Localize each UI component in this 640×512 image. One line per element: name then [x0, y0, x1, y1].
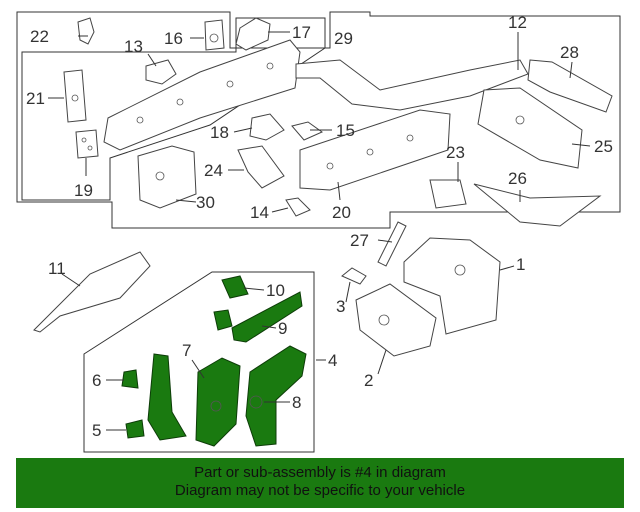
part-25[interactable]: [477, 87, 583, 169]
part-26[interactable]: [473, 183, 602, 227]
part-14[interactable]: [285, 197, 311, 217]
callout-16: 16: [164, 29, 183, 48]
callout-29: 29: [334, 29, 353, 48]
part-23[interactable]: [429, 179, 467, 209]
part-8[interactable]: [245, 345, 307, 447]
part-2[interactable]: [355, 283, 437, 357]
callout-25: 25: [594, 137, 613, 156]
callout-10: 10: [266, 281, 285, 300]
callout-28: 28: [560, 43, 579, 62]
callout-14: 14: [250, 203, 269, 222]
part-4-pillar[interactable]: [147, 353, 187, 441]
part-10[interactable]: [221, 275, 249, 299]
part-1[interactable]: [403, 237, 501, 335]
parts-diagram: 22 16 17 29 12 13 28 21 18 15 25 23 24 2…: [16, 11, 621, 453]
notice-line-2: Diagram may not be specific to your vehi…: [174, 482, 466, 499]
callout-4: 4: [328, 351, 337, 370]
group-outline-12: [16, 11, 621, 229]
callout-11: 11: [48, 259, 66, 278]
part-20[interactable]: [299, 109, 451, 191]
callout-9: 9: [278, 319, 287, 338]
callout-8: 8: [292, 393, 301, 412]
part-28[interactable]: [527, 59, 613, 113]
part-30[interactable]: [137, 145, 197, 209]
notice-line-1: Part or sub-assembly is #4 in diagram: [194, 464, 446, 481]
callout-17: 17: [292, 23, 311, 42]
part-13[interactable]: [145, 59, 177, 85]
callout-3: 3: [336, 297, 345, 316]
part-7[interactable]: [195, 357, 241, 447]
callout-5: 5: [92, 421, 101, 440]
part-12-rail[interactable]: [295, 59, 529, 111]
callout-24: 24: [204, 161, 223, 180]
callout-12: 12: [508, 13, 527, 32]
callout-23: 23: [446, 143, 465, 162]
notice-banner: Part or sub-assembly is #4 in diagram Di…: [16, 458, 624, 508]
part-24[interactable]: [237, 145, 285, 189]
part-5[interactable]: [125, 419, 145, 439]
callout-27: 27: [350, 231, 369, 250]
part-9[interactable]: [213, 291, 303, 343]
callout-7: 7: [182, 341, 191, 360]
part-19[interactable]: [75, 129, 99, 159]
callout-26: 26: [508, 169, 527, 188]
group-outline-4: [83, 271, 315, 453]
part-17[interactable]: [235, 17, 271, 51]
part-22[interactable]: [77, 17, 95, 45]
callout-2: 2: [364, 371, 373, 390]
callout-13: 13: [124, 37, 143, 56]
callout-1: 1: [516, 255, 525, 274]
part-inner-rail[interactable]: [103, 39, 301, 151]
callout-21: 21: [26, 89, 45, 108]
callout-19: 19: [74, 181, 93, 200]
part-21[interactable]: [63, 69, 87, 123]
callout-15: 15: [336, 121, 355, 140]
part-15[interactable]: [291, 121, 324, 141]
part-27[interactable]: [377, 221, 407, 267]
callout-22: 22: [30, 27, 49, 46]
part-6[interactable]: [121, 369, 139, 389]
callout-18: 18: [210, 123, 229, 142]
callout-20: 20: [332, 203, 351, 222]
callout-6: 6: [92, 371, 101, 390]
part-3[interactable]: [341, 267, 367, 285]
part-11[interactable]: [33, 251, 151, 333]
callout-30: 30: [196, 193, 215, 212]
part-18[interactable]: [249, 113, 285, 141]
part-16[interactable]: [204, 19, 225, 51]
